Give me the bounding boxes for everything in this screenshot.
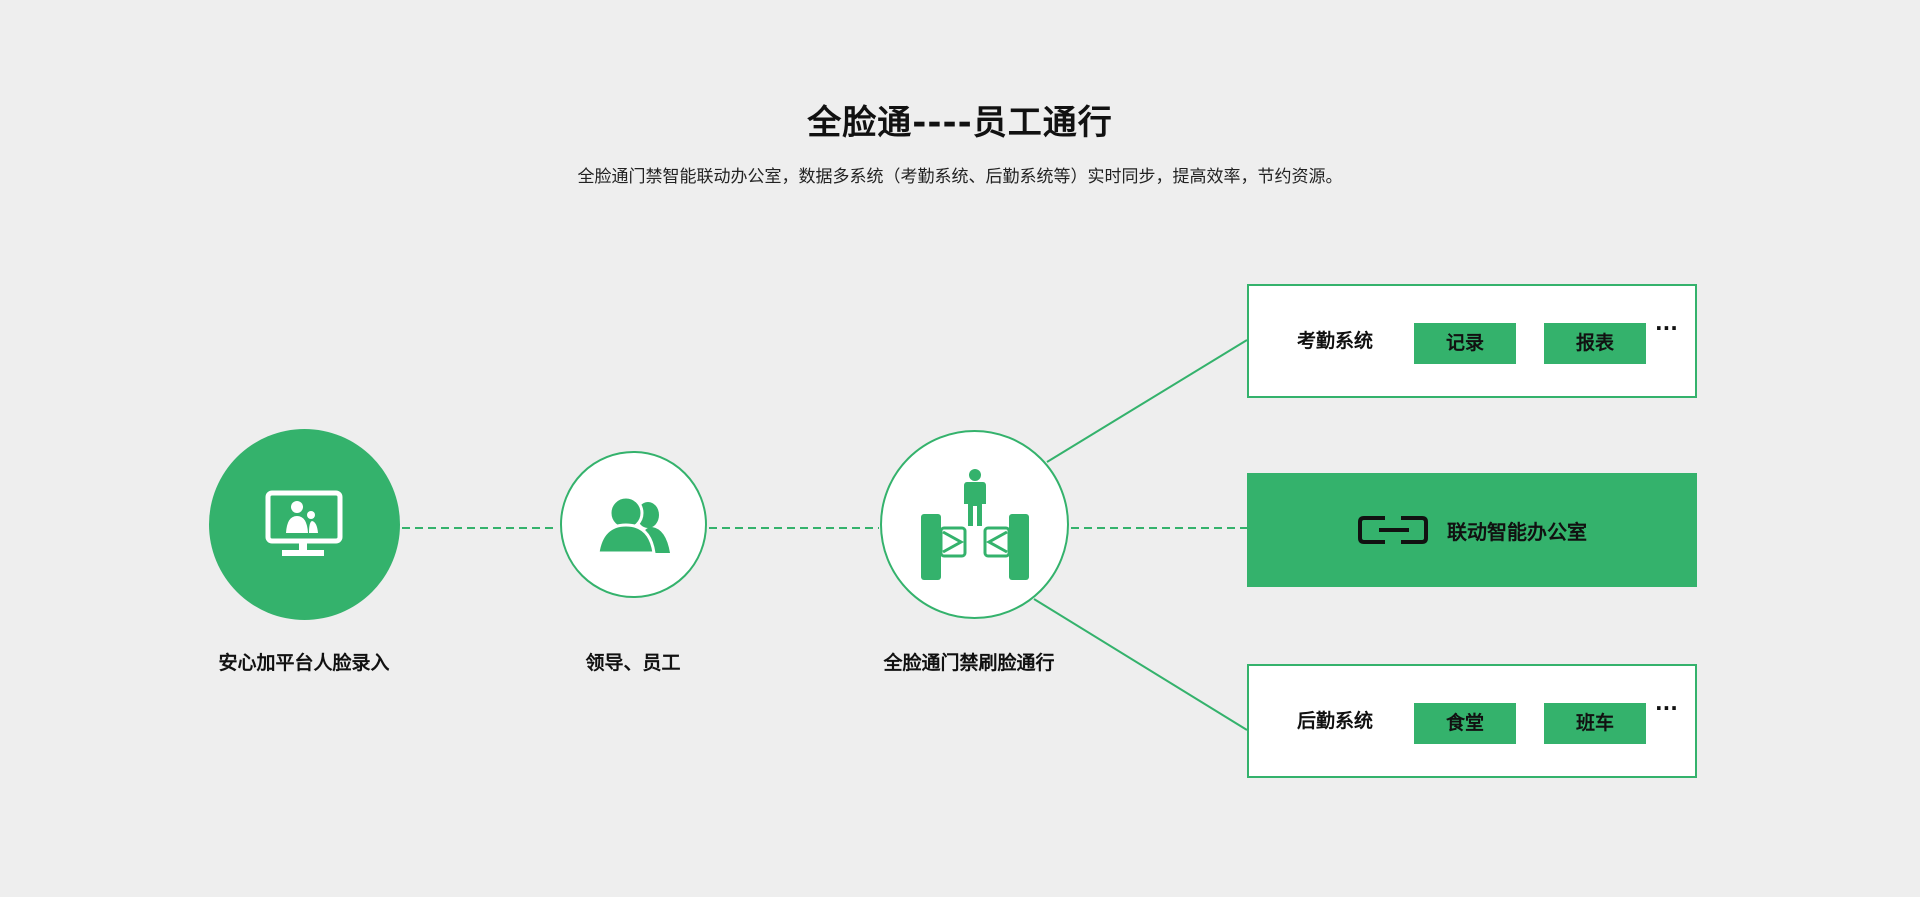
step-label-enroll: 安心加平台人脸录入 bbox=[218, 652, 390, 674]
tag-shuttle-bus: 班车 bbox=[1544, 703, 1646, 744]
users-icon bbox=[595, 496, 670, 553]
step-users bbox=[560, 451, 707, 598]
step-label-users: 领导、员工 bbox=[585, 652, 681, 674]
tag-records: 记录 bbox=[1414, 323, 1516, 364]
step-turnstile bbox=[880, 430, 1069, 619]
attendance-system-label: 考勤系统 bbox=[1297, 330, 1374, 352]
connector-line-bottom bbox=[1033, 598, 1248, 731]
tag-reports: 报表 bbox=[1544, 323, 1646, 364]
logistics-system-box: 后勤系统 食堂 班车 ··· bbox=[1247, 664, 1697, 778]
page-title: 全脸通----员工通行 bbox=[807, 103, 1113, 143]
tag-canteen: 食堂 bbox=[1414, 703, 1516, 744]
smart-office-box: 联动智能办公室 bbox=[1247, 473, 1697, 587]
link-icon bbox=[1358, 516, 1428, 544]
attendance-system-box: 考勤系统 记录 报表 ··· bbox=[1247, 284, 1697, 398]
step-label-turnstile: 全脸通门禁刷脸通行 bbox=[883, 652, 1055, 674]
more-indicator: ··· bbox=[1655, 696, 1678, 720]
turnstile-icon bbox=[920, 468, 1029, 580]
monitor-person-icon bbox=[265, 490, 342, 556]
smart-office-label: 联动智能办公室 bbox=[1447, 519, 1587, 544]
step-face-enroll bbox=[209, 429, 400, 620]
logistics-system-label: 后勤系统 bbox=[1297, 710, 1374, 732]
connector-line-top bbox=[1046, 339, 1248, 463]
more-indicator: ··· bbox=[1655, 316, 1678, 340]
page-subtitle: 全脸通门禁智能联动办公室，数据多系统（考勤系统、后勤系统等）实时同步，提高效率，… bbox=[577, 167, 1343, 187]
